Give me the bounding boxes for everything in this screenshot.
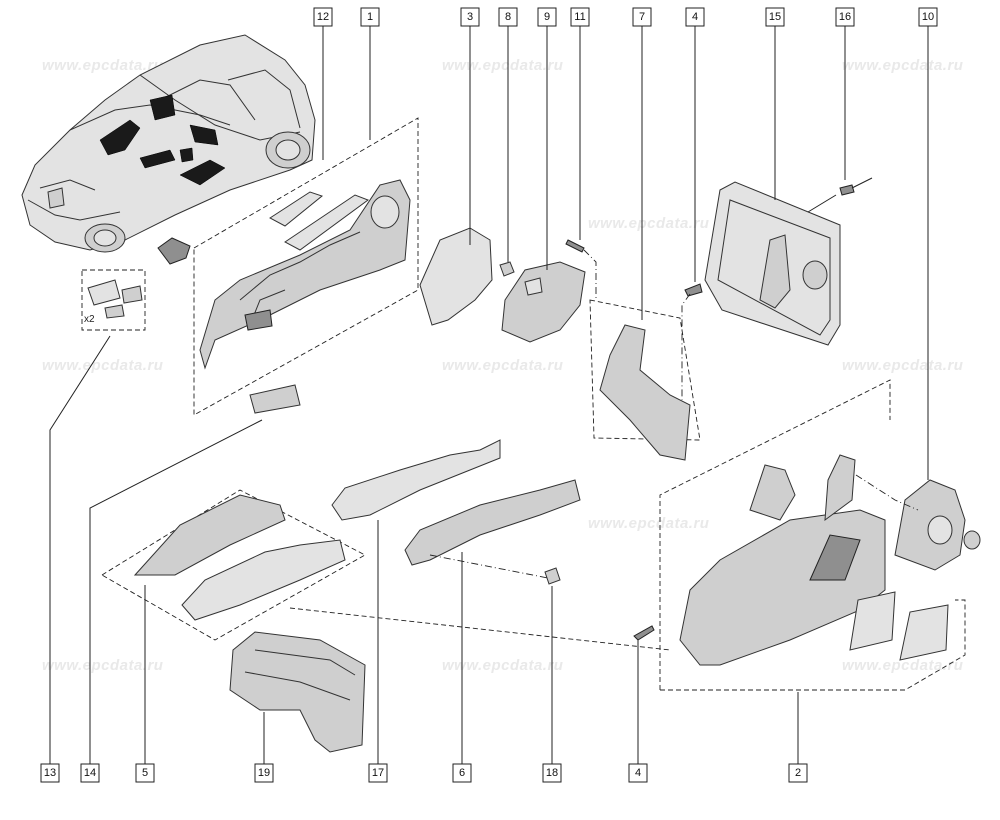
callout-18: 18 <box>542 763 562 783</box>
part-11-screw <box>565 239 597 300</box>
watermark: www.epcdata.ru <box>842 357 963 374</box>
svg-text:12: 12 <box>317 11 329 23</box>
switch-part <box>157 237 191 265</box>
part-1-assembly <box>193 117 419 416</box>
svg-text:1: 1 <box>367 11 373 23</box>
part-15-panel <box>704 181 841 346</box>
callout-6: 6 <box>452 763 472 783</box>
callout-3: 3 <box>460 7 480 27</box>
part-17-trim <box>331 439 501 521</box>
part-4-screw-lower <box>633 625 655 641</box>
callout-19: 19 <box>254 763 274 783</box>
callouts-bottom: 13 14 5 19 17 6 18 4 2 <box>40 763 808 783</box>
svg-text:15: 15 <box>769 11 781 23</box>
svg-text:5: 5 <box>142 767 148 779</box>
callout-11: 11 <box>570 7 590 27</box>
callout-16: 16 <box>835 7 855 27</box>
car-illustration <box>21 34 316 253</box>
watermark: www.epcdata.ru <box>588 215 709 232</box>
svg-text:2: 2 <box>795 767 801 779</box>
callout-8: 8 <box>498 7 518 27</box>
part-2-housing <box>659 379 966 691</box>
svg-text:4: 4 <box>635 767 641 779</box>
watermark: www.epcdata.ru <box>842 657 963 674</box>
callout-13: 13 <box>40 763 60 783</box>
svg-text:11: 11 <box>574 11 585 23</box>
part-3-pad <box>419 227 493 326</box>
svg-text:8: 8 <box>505 11 511 23</box>
watermark: www.epcdata.ru <box>442 57 563 74</box>
callout-15: 15 <box>765 7 785 27</box>
callout-12: 12 <box>313 7 333 27</box>
watermark: www.epcdata.ru <box>842 57 963 74</box>
part-10-disk <box>894 479 981 571</box>
watermark: www.epcdata.ru <box>588 515 709 532</box>
svg-text:19: 19 <box>258 767 270 779</box>
svg-text:9: 9 <box>544 11 550 23</box>
callout-1: 1 <box>360 7 380 27</box>
svg-text:13: 13 <box>44 767 56 779</box>
watermark: www.epcdata.ru <box>42 357 163 374</box>
part-5-tray <box>101 489 671 651</box>
watermark: www.epcdata.ru <box>442 657 563 674</box>
part-7-bracket <box>589 299 701 461</box>
svg-text:7: 7 <box>639 11 645 23</box>
callout-4: 4 <box>685 7 705 27</box>
callout-5: 5 <box>135 763 155 783</box>
watermark: www.epcdata.ru <box>442 357 563 374</box>
svg-text:16: 16 <box>839 11 851 23</box>
svg-text:10: 10 <box>922 11 934 23</box>
callout-2: 2 <box>788 763 808 783</box>
callout-7: 7 <box>632 7 652 27</box>
part-18-nut <box>544 567 561 585</box>
part-16-pin <box>807 177 873 213</box>
callout-4-bottom: 4 <box>628 763 648 783</box>
svg-text:18: 18 <box>546 767 558 779</box>
part-4-screw <box>681 283 703 400</box>
callout-17: 17 <box>368 763 388 783</box>
leader-lines <box>49 26 929 764</box>
svg-text:4: 4 <box>692 11 698 23</box>
part-6-rail <box>404 479 581 579</box>
watermark: www.epcdata.ru <box>42 57 163 74</box>
callout-14: 14 <box>80 763 100 783</box>
part-8-clip <box>499 261 515 277</box>
part-9-cover <box>501 261 586 343</box>
callouts-top: 12 1 3 8 9 11 7 4 15 16 10 <box>313 7 938 27</box>
part-19-bracket <box>229 631 366 753</box>
callout-10: 10 <box>918 7 938 27</box>
svg-text:17: 17 <box>372 767 384 779</box>
multiplier-label: x2 <box>84 314 95 325</box>
callout-9: 9 <box>537 7 557 27</box>
svg-text:6: 6 <box>459 767 465 779</box>
svg-text:14: 14 <box>84 767 96 779</box>
button-set-part: x2 <box>81 269 146 331</box>
svg-text:3: 3 <box>467 11 473 23</box>
watermark-layer: www.epcdata.ru www.epcdata.ru www.epcdat… <box>42 57 963 674</box>
watermark: www.epcdata.ru <box>42 657 163 674</box>
